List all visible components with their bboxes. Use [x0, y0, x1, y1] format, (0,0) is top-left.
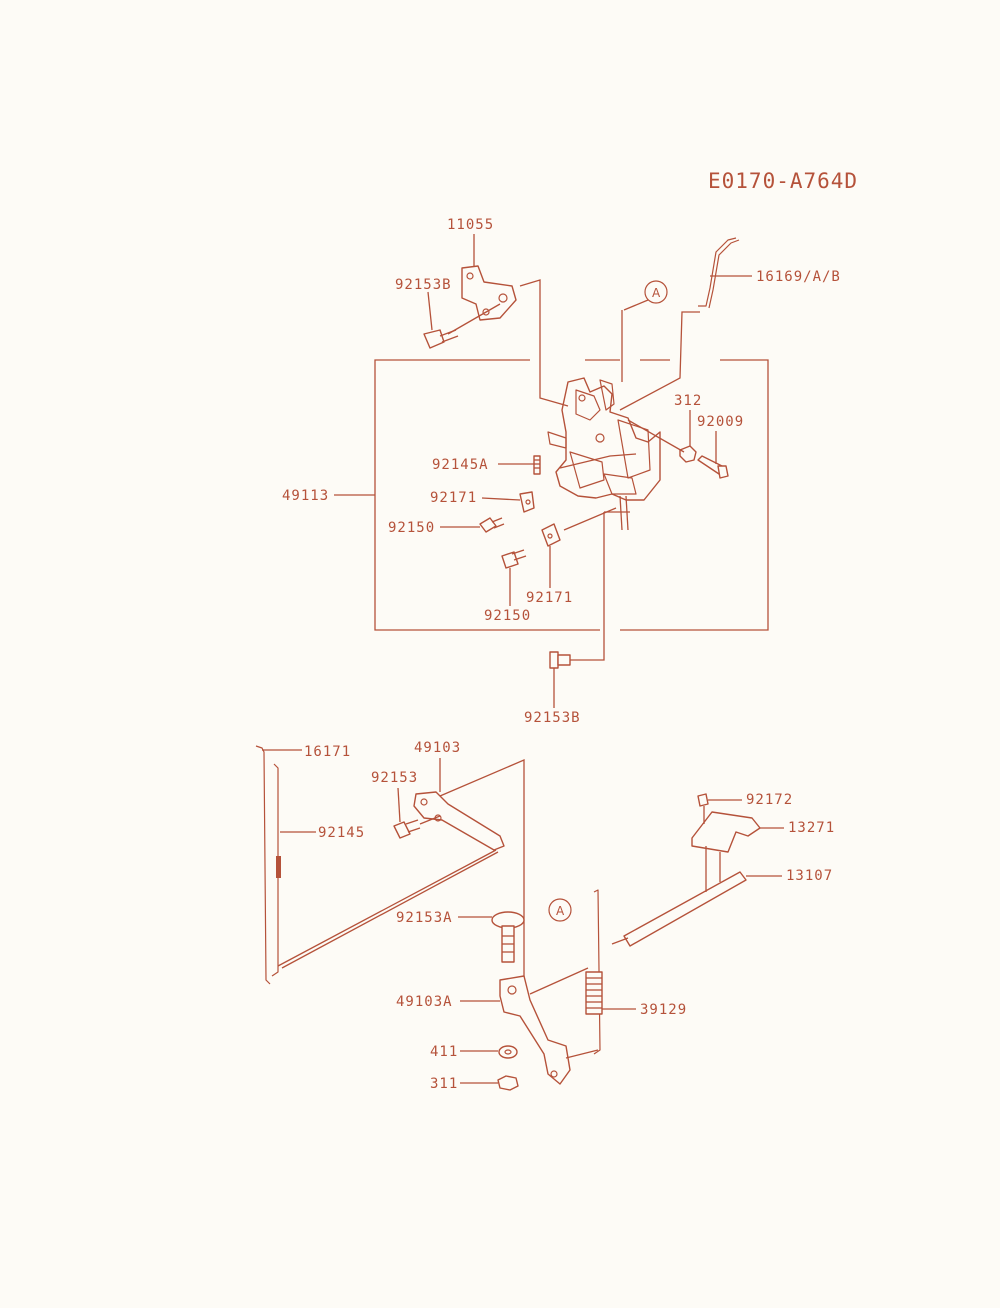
label-312: 312: [674, 393, 702, 409]
bolt-92150-bottom[interactable]: [501, 549, 527, 569]
callout-a-lower: A: [548, 898, 572, 922]
spring-39129[interactable]: [585, 889, 603, 1055]
label-39129: 39129: [640, 1002, 687, 1018]
plate-13271[interactable]: [691, 811, 761, 853]
bolt-92153b-top[interactable]: [423, 329, 459, 349]
screw-92172[interactable]: [697, 793, 709, 807]
rod-16169[interactable]: [698, 237, 740, 309]
label-92172: 92172: [746, 792, 793, 808]
nut-311[interactable]: [497, 1075, 519, 1091]
svg-text:A: A: [652, 286, 661, 300]
diagram-code: E0170-A764D: [708, 169, 858, 193]
label-92145: 92145: [318, 825, 365, 841]
label-49113: 49113: [282, 488, 329, 504]
bolt-92153[interactable]: [393, 819, 421, 839]
label-11055: 11055: [447, 217, 494, 233]
bolt-92150-left[interactable]: [479, 517, 505, 533]
label-16171: 16171: [304, 744, 351, 760]
label-92171-left: 92171: [430, 490, 477, 506]
nut-312[interactable]: [679, 445, 697, 463]
bolt-92009[interactable]: [697, 455, 729, 479]
washer-411[interactable]: [498, 1045, 518, 1059]
label-92171-right: 92171: [526, 590, 573, 606]
label-92153b-bottom: 92153B: [524, 710, 581, 726]
callout-a-upper: A: [644, 280, 668, 304]
bolt-92153a[interactable]: [491, 911, 525, 963]
clip-92171-left[interactable]: [519, 491, 535, 513]
label-311: 311: [430, 1076, 458, 1092]
label-16169: 16169/A/B: [756, 269, 841, 285]
shaft-13107[interactable]: [611, 871, 747, 947]
lever-49103[interactable]: [277, 791, 505, 969]
label-92150-bottom: 92150: [484, 608, 531, 624]
svg-text:A: A: [556, 904, 565, 918]
label-49103: 49103: [414, 740, 461, 756]
label-92153: 92153: [371, 770, 418, 786]
label-92153b-top: 92153B: [395, 277, 452, 293]
spring-92145[interactable]: [276, 856, 281, 878]
governor-plate[interactable]: [547, 377, 661, 531]
clip-92171-right[interactable]: [541, 523, 561, 547]
label-411: 411: [430, 1044, 458, 1060]
spring-92145a[interactable]: [533, 455, 541, 475]
label-92009: 92009: [697, 414, 744, 430]
label-92145a: 92145A: [432, 457, 489, 473]
lever-49103a[interactable]: [499, 975, 571, 1085]
label-92150-left: 92150: [388, 520, 435, 536]
label-13107: 13107: [786, 868, 833, 884]
bracket-11055[interactable]: [461, 265, 517, 321]
label-92153a: 92153A: [396, 910, 453, 926]
label-13271: 13271: [788, 820, 835, 836]
label-49103a: 49103A: [396, 994, 453, 1010]
rod-16171[interactable]: [255, 745, 279, 985]
bolt-92153b-bottom[interactable]: [549, 651, 571, 669]
